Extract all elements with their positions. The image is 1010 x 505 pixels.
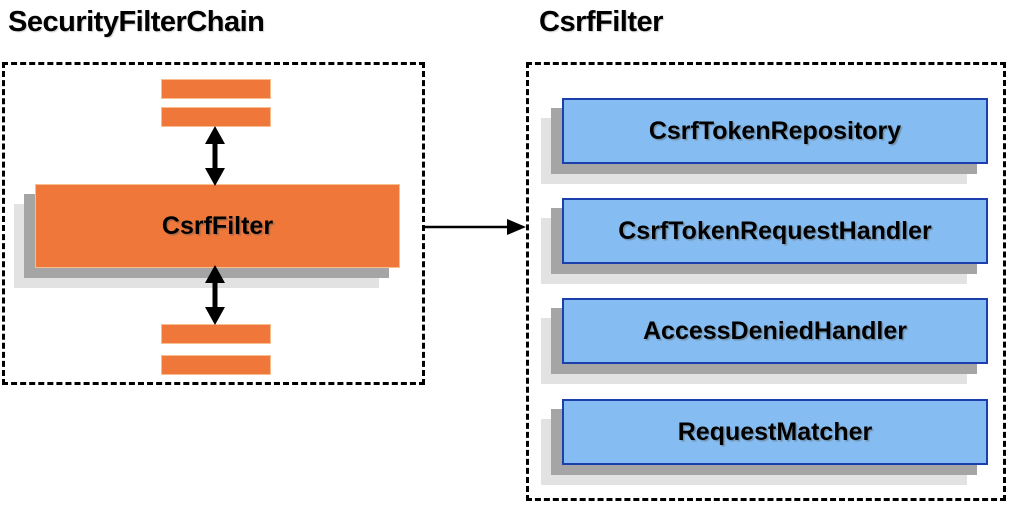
filter-placeholder-bar	[161, 79, 271, 99]
csrf-filter-node: CsrfFilter	[35, 184, 400, 268]
filter-placeholder-bar	[161, 355, 271, 375]
request-matcher-node: RequestMatcher	[562, 399, 988, 465]
security-filter-chain-title: SecurityFilterChain	[8, 6, 265, 38]
csrf-token-repository-label: CsrfTokenRepository	[648, 116, 902, 145]
csrf-filter-node-label: CsrfFilter	[161, 211, 274, 240]
csrf-token-request-handler-node: CsrfTokenRequestHandler	[562, 198, 988, 264]
filter-placeholder-bar	[161, 324, 271, 344]
csrf-token-request-handler-label: CsrfTokenRequestHandler	[618, 216, 932, 245]
security-filter-chain-container: CsrfFilter	[2, 62, 425, 385]
request-matcher-label: RequestMatcher	[677, 417, 873, 446]
access-denied-handler-node: AccessDeniedHandler	[562, 298, 988, 364]
access-denied-handler-label: AccessDeniedHandler	[642, 316, 907, 345]
csrf-token-repository-node: CsrfTokenRepository	[562, 98, 988, 164]
filter-placeholder-bar	[161, 107, 271, 127]
csrf-filter-components-container: CsrfTokenRepository CsrfTokenRequestHand…	[526, 62, 1006, 501]
flow-arrow-right	[424, 219, 526, 235]
csrf-filter-title: CsrfFilter	[539, 6, 663, 38]
